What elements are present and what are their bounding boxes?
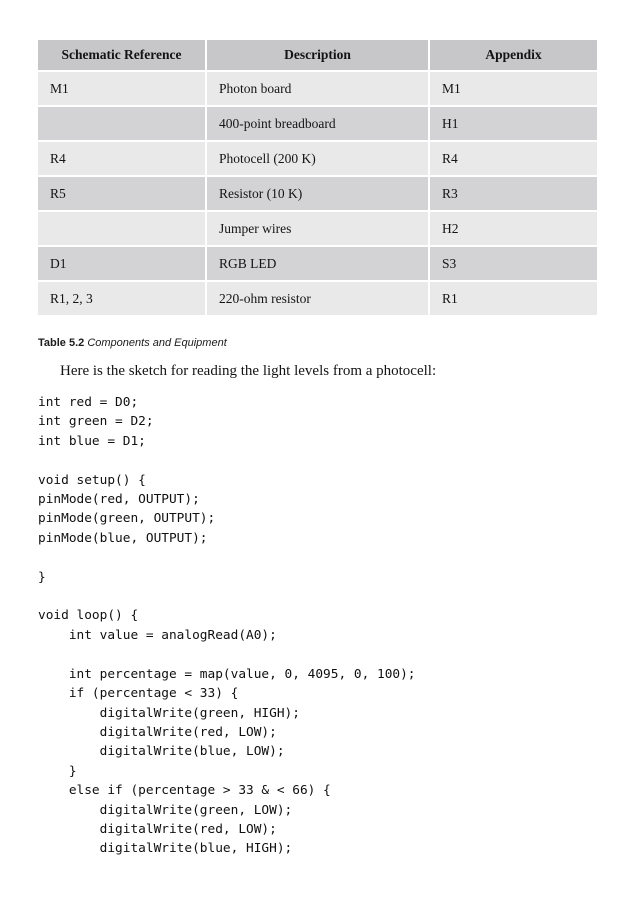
intro-paragraph: Here is the sketch for reading the light… [60, 363, 437, 379]
table-cell [38, 107, 205, 140]
table-cell: R4 [430, 142, 597, 175]
table-cell: H1 [430, 107, 597, 140]
table-cell: 220-ohm resistor [207, 282, 428, 315]
table-cell: D1 [38, 247, 205, 280]
table-cell [38, 212, 205, 245]
table-cell: 400-point breadboard [207, 107, 428, 140]
table-cell: M1 [38, 72, 205, 105]
table-cell: R1, 2, 3 [38, 282, 205, 315]
table-caption-label: Table 5.2 [38, 337, 85, 349]
table-cell: H2 [430, 212, 597, 245]
code-block: int red = D0; int green = D2; int blue =… [38, 395, 416, 857]
table-cell: Resistor (10 K) [207, 177, 428, 210]
table-header-cell: Description [207, 40, 428, 70]
table-cell: RGB LED [207, 247, 428, 280]
table-cell: Photon board [207, 72, 428, 105]
table-cell: Photocell (200 K) [207, 142, 428, 175]
table-header-cell: Schematic Reference [38, 40, 205, 70]
table-header-cell: Appendix [430, 40, 597, 70]
table-caption-title: Components and Equipment [87, 337, 227, 349]
table-cell: S3 [430, 247, 597, 280]
table-cell: R5 [38, 177, 205, 210]
table-cell: M1 [430, 72, 597, 105]
table-cell: R4 [38, 142, 205, 175]
table-cell: Jumper wires [207, 212, 428, 245]
table-cell: R3 [430, 177, 597, 210]
table-cell: R1 [430, 282, 597, 315]
table-caption: Table 5.2 Components and Equipment [38, 337, 599, 349]
